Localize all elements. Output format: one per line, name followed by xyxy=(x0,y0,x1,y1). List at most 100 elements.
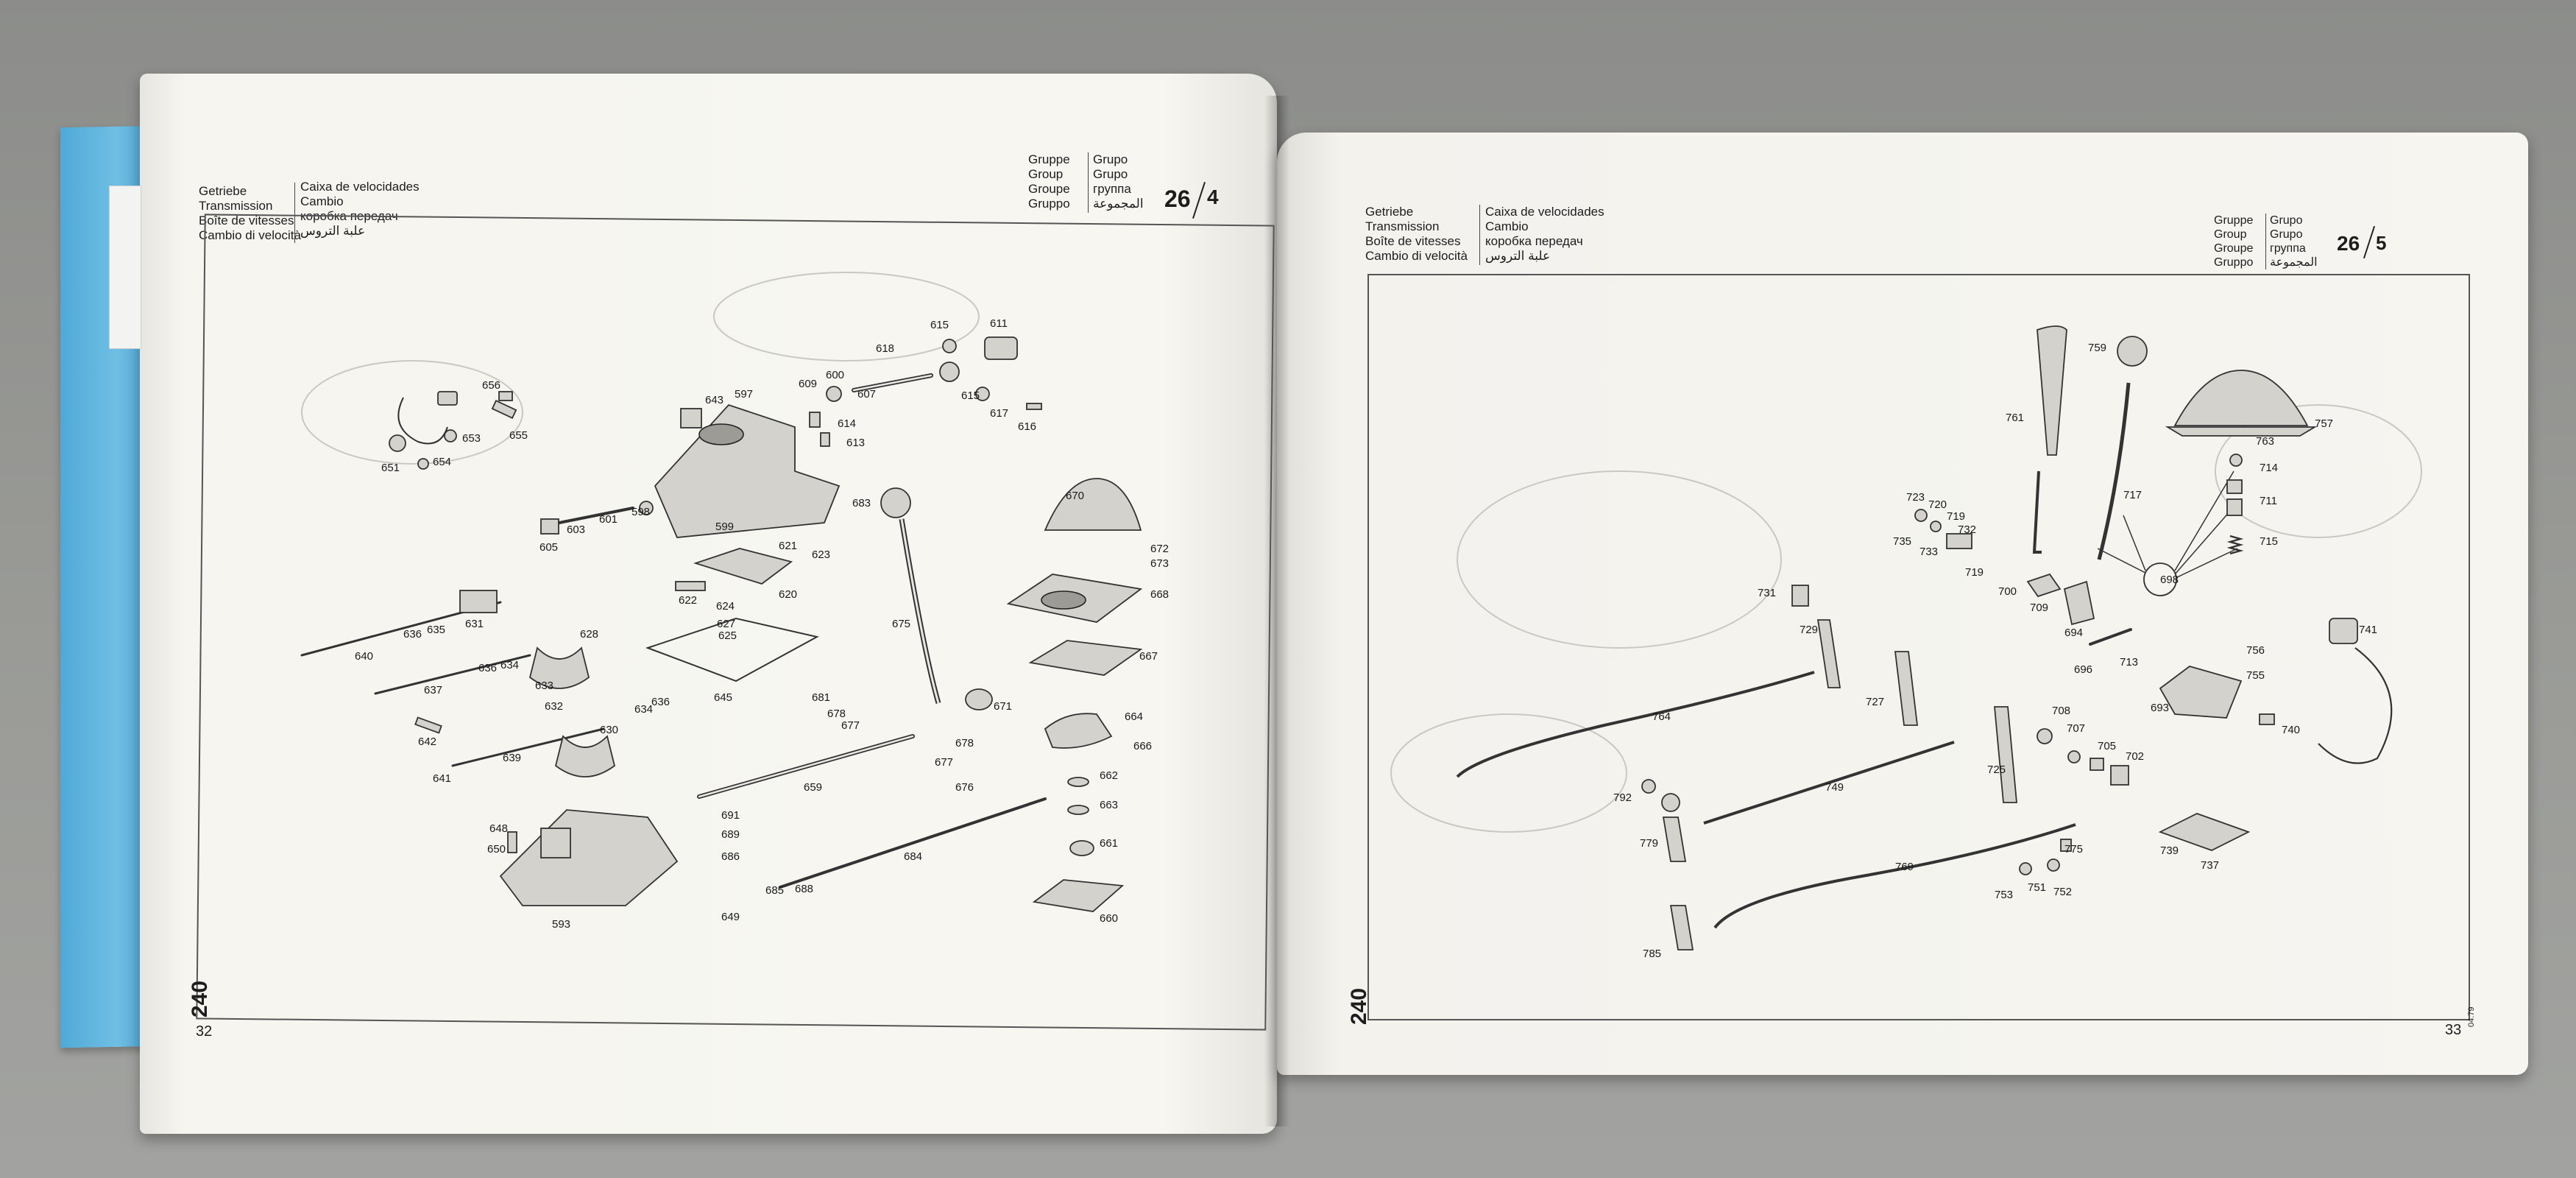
header-text: Caixa de velocidades xyxy=(300,180,420,194)
callout-number: 655 xyxy=(509,429,528,442)
right-group-translations: Grupo Grupo группа المجموعة xyxy=(2270,214,2318,269)
bearing xyxy=(939,361,960,382)
callout-number: 631 xyxy=(465,618,484,630)
callout-number: 725 xyxy=(1987,763,2006,776)
callout-number: 673 xyxy=(1150,557,1169,570)
callout-number: 757 xyxy=(2315,417,2333,430)
callout-number: 764 xyxy=(1652,710,1671,723)
subgroup-number: 5 xyxy=(2376,232,2387,254)
lever-arm xyxy=(2063,580,2095,626)
cable xyxy=(2318,647,2393,764)
shift-rod xyxy=(374,654,531,695)
header-divider xyxy=(294,183,295,243)
callout-number: 719 xyxy=(1947,510,1965,523)
callout-number: 628 xyxy=(580,628,598,641)
callout-number: 723 xyxy=(1906,491,1925,504)
callout-number: 601 xyxy=(599,513,618,526)
lower-housing xyxy=(499,809,679,906)
callout-number: 677 xyxy=(935,756,953,769)
group-label: группа xyxy=(1093,182,1131,196)
washer xyxy=(1930,521,1942,532)
callout-number: 656 xyxy=(482,379,500,392)
callout-number: 639 xyxy=(503,752,521,764)
left-parts xyxy=(300,336,1143,912)
callout-number: 636 xyxy=(651,696,670,708)
header-text: Cambio di velocità xyxy=(199,228,301,242)
frame-plate xyxy=(1028,640,1143,676)
bracket xyxy=(1946,533,1972,549)
show-through-ghost xyxy=(301,272,2422,833)
header-text: Boîte de vitesses xyxy=(1365,234,1461,248)
nut xyxy=(444,429,457,442)
callout-number: 597 xyxy=(735,388,753,401)
shift-lever-knob xyxy=(2037,325,2067,456)
pivot xyxy=(2026,573,2062,598)
callout-number: 755 xyxy=(2246,669,2265,682)
ring xyxy=(1067,805,1089,815)
callout-number: 666 xyxy=(1133,740,1152,752)
callout-number: 623 xyxy=(812,549,830,561)
group-label: Grupo xyxy=(1093,152,1128,166)
callout-number: 616 xyxy=(1018,420,1036,433)
callout-number: 681 xyxy=(812,691,830,704)
screw xyxy=(809,412,821,428)
nut xyxy=(1914,509,1928,522)
callout-number: 664 xyxy=(1125,710,1143,723)
callout-number: 668 xyxy=(1150,588,1169,601)
callout-number: 636 xyxy=(403,628,422,641)
callout-number: 759 xyxy=(2088,342,2106,354)
bushing xyxy=(2090,758,2104,771)
shift-rod xyxy=(451,727,605,767)
callout-number: 625 xyxy=(718,629,737,642)
header-text: Transmission xyxy=(199,199,273,213)
callout-number: 779 xyxy=(1640,837,1658,850)
group-label: Grupo xyxy=(1093,167,1128,181)
header-text: Caixa de velocidades xyxy=(1485,205,1604,219)
selector-rod-highlight xyxy=(698,735,914,798)
callout-number: 671 xyxy=(994,700,1012,713)
washer xyxy=(2019,862,2032,875)
rubber-block xyxy=(675,581,706,591)
callout-number: 659 xyxy=(804,781,822,794)
callout-number: 622 xyxy=(679,594,697,607)
shift-fork xyxy=(459,590,498,613)
left-group-labels: Gruppe Group Groupe Gruppo xyxy=(1028,152,1070,211)
callout-number: 792 xyxy=(1613,791,1632,804)
callout-number: 663 xyxy=(1100,799,1118,811)
callout-number: 686 xyxy=(721,850,740,863)
callout-number: 615 xyxy=(961,389,980,402)
washer xyxy=(2047,858,2060,872)
group-label: المجموعة xyxy=(2270,256,2318,269)
callout-number: 678 xyxy=(827,708,846,720)
callout-number: 662 xyxy=(1100,769,1118,782)
switch xyxy=(2329,618,2358,644)
callout-number: 752 xyxy=(2053,886,2072,898)
screw xyxy=(820,432,830,447)
callout-number: 694 xyxy=(2064,627,2083,639)
group-divider xyxy=(1088,152,1089,213)
bolt xyxy=(507,831,517,853)
leader-line xyxy=(2175,548,2238,579)
rubber-boot xyxy=(1044,478,1142,531)
long-rod xyxy=(1456,671,1815,778)
callout-number: 749 xyxy=(1825,781,1844,794)
nut xyxy=(975,387,990,401)
long-rod xyxy=(1703,741,1955,825)
callout-number: 670 xyxy=(1066,490,1084,502)
callout-number: 641 xyxy=(433,772,451,785)
bushing xyxy=(1791,585,1809,607)
group-label: группа xyxy=(2270,242,2306,255)
callout-number: 605 xyxy=(539,541,558,554)
callout-number: 627 xyxy=(717,618,735,630)
callout-number: 753 xyxy=(1995,889,2013,901)
bushing-plate xyxy=(1044,713,1113,749)
callout-number: 650 xyxy=(487,843,506,856)
floor-plate xyxy=(1032,879,1125,912)
callout-number: 661 xyxy=(1100,837,1118,850)
relay-lever xyxy=(1662,817,1687,862)
callout-number: 729 xyxy=(1800,624,1818,636)
left-header-translations: Caixa de velocidades Cambio коробка пере… xyxy=(300,180,420,239)
callout-number: 733 xyxy=(1919,546,1938,558)
